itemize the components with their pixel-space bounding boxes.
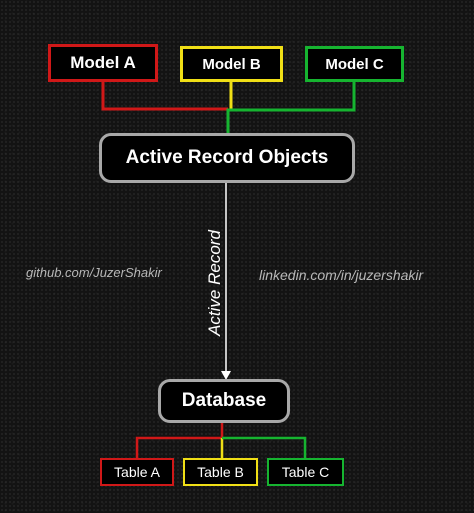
table-c-connector: [222, 436, 307, 458]
active-record-arrow-head: [221, 371, 231, 380]
table-c-box: Table C: [267, 458, 344, 486]
linkedin-credit: linkedin.com/in/juzershakir: [259, 267, 424, 283]
github-credit: github.com/JuzerShakir: [26, 265, 162, 280]
model-b-box: Model B: [180, 46, 283, 82]
model-a-box: Model A: [48, 44, 158, 82]
active-record-objects-box: Active Record Objects: [99, 133, 355, 183]
active-record-arrow-label: Active Record: [205, 230, 224, 336]
model-a-connector: [101, 82, 228, 111]
table-b-box: Table B: [183, 458, 258, 486]
model-c-box: Model C: [305, 46, 404, 82]
table-a-connector: [135, 423, 224, 458]
model-c-connector: [226, 82, 356, 133]
table-a-box: Table A: [100, 458, 174, 486]
database-box: Database: [158, 379, 290, 423]
